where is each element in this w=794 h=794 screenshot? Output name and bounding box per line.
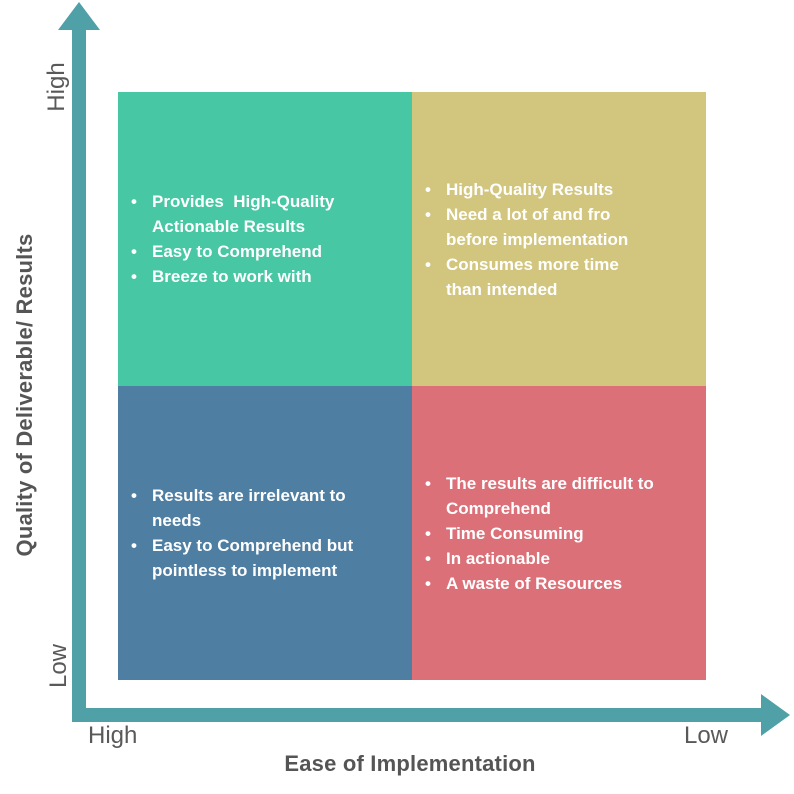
bullet-item: In actionable	[421, 546, 656, 571]
y-axis-high-label: High	[43, 62, 70, 112]
bullet-item: Breeze to work with	[127, 264, 362, 289]
bullet-item: Consumes more time than intended	[421, 252, 656, 302]
bullet-item: Provides High-Quality Actionable Results	[127, 189, 362, 239]
y-axis-low-label: Low	[45, 643, 72, 689]
quadrant-top-right-bullet-list: High-Quality Results Need a lot of and f…	[421, 177, 656, 302]
bullet-item: Time Consuming	[421, 521, 656, 546]
quadrant-top-left: Provides High-Quality Actionable Results…	[118, 92, 412, 386]
bullet-item: Easy to Comprehend but pointless to impl…	[127, 533, 362, 583]
quadrant-top-right: High-Quality Results Need a lot of and f…	[412, 92, 706, 386]
quadrant-bottom-left: Results are irrelevant to needs Easy to …	[118, 386, 412, 680]
y-axis-arrowhead-icon	[58, 2, 100, 30]
y-axis-title: Quality of Deliverable/ Results	[12, 233, 37, 557]
quadrant-top-left-bullet-list: Provides High-Quality Actionable Results…	[127, 189, 362, 289]
quadrant-bottom-right-bullet-list: The results are difficult to Comprehend …	[421, 471, 656, 596]
quadrant-bottom-right: The results are difficult to Comprehend …	[412, 386, 706, 680]
quadrant-bottom-left-bullet-list: Results are irrelevant to needs Easy to …	[127, 483, 362, 583]
bullet-item: High-Quality Results	[421, 177, 656, 202]
bullet-item: A waste of Resources	[421, 571, 656, 596]
quadrant-grid: Provides High-Quality Actionable Results…	[118, 92, 706, 680]
x-axis-title: Ease of Implementation	[284, 751, 536, 776]
x-axis-arrowhead-icon	[761, 694, 790, 736]
bullet-item: Need a lot of and fro before implementat…	[421, 202, 656, 252]
bullet-item: Easy to Comprehend	[127, 239, 362, 264]
bullet-item: Results are irrelevant to needs	[127, 483, 362, 533]
x-axis-line	[72, 708, 762, 722]
bullet-item: The results are difficult to Comprehend	[421, 471, 656, 521]
x-axis-high-label: High	[88, 722, 138, 749]
x-axis-low-label: Low	[683, 722, 729, 749]
y-axis-line	[72, 28, 86, 722]
